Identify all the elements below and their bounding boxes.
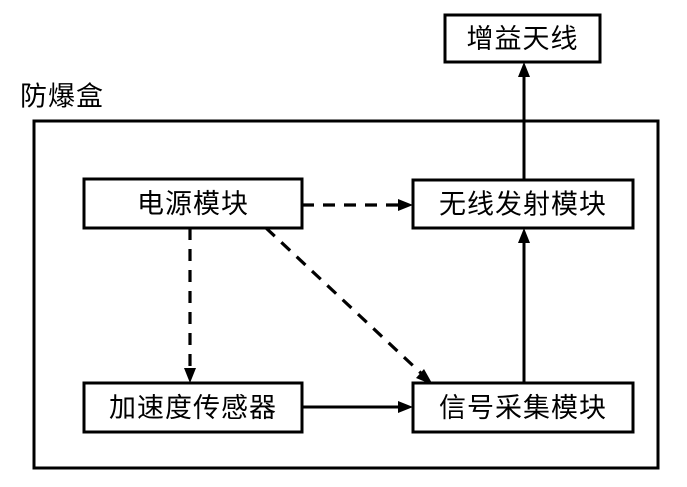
- arrow-head-icon: [518, 228, 530, 243]
- node-label: 加速度传感器: [109, 393, 277, 424]
- node-acceleration-sensor[interactable]: 加速度传感器: [82, 381, 304, 434]
- connection-accelerometer-to-signal-acquisition: [302, 401, 413, 413]
- arrow-head-icon: [398, 199, 413, 211]
- node-box[interactable]: [82, 177, 304, 230]
- connection-signal-acquisition-to-wireless: [518, 228, 530, 383]
- node-box[interactable]: [411, 178, 635, 230]
- connection-power-to-signal-acquisition: [264, 226, 433, 385]
- node-label: 无线发射模块: [439, 190, 607, 221]
- connection-power-to-wireless: [302, 199, 413, 211]
- enclosure-explosion-proof-box: 防爆盒: [20, 82, 660, 470]
- node-label: 增益天线: [467, 24, 579, 55]
- node-power-module[interactable]: 电源模块: [82, 177, 304, 230]
- node-label: 信号采集模块: [439, 393, 607, 424]
- node-signal-acquisition-module[interactable]: 信号采集模块: [411, 381, 635, 434]
- connection-power-to-accelerometer: [184, 228, 196, 383]
- node-box[interactable]: [82, 381, 304, 434]
- node-box[interactable]: [443, 13, 602, 64]
- enclosure-label: 防爆盒: [20, 82, 104, 113]
- node-box[interactable]: [411, 381, 635, 434]
- arrow-head-icon: [518, 62, 530, 77]
- node-label: 电源模块: [137, 189, 249, 220]
- node-wireless-transmit-module[interactable]: 无线发射模块: [411, 178, 635, 230]
- arrow-head-icon: [416, 369, 433, 385]
- node-gain-antenna[interactable]: 增益天线: [443, 13, 602, 64]
- arrow-head-icon: [184, 368, 196, 383]
- enclosure-border: [32, 119, 660, 470]
- connection-line: [264, 226, 425, 377]
- arrow-head-icon: [398, 401, 413, 413]
- connection-wireless-to-antenna: [518, 62, 530, 180]
